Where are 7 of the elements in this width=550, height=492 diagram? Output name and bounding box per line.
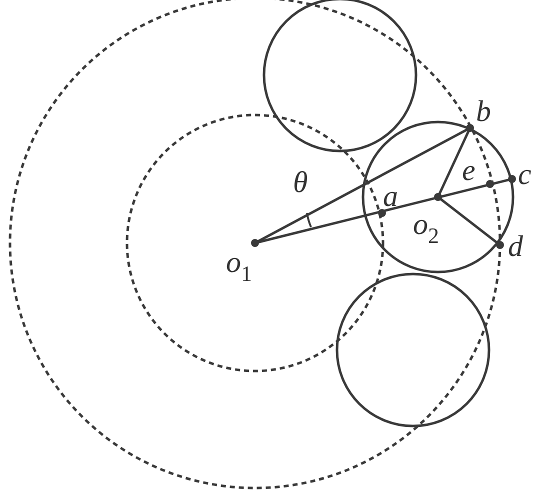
point-label: d — [508, 232, 523, 262]
point-label: e — [462, 156, 476, 186]
point-label: a — [383, 182, 398, 212]
point-label: b — [476, 97, 491, 127]
point-label: c — [518, 160, 532, 190]
angle-label: θ — [293, 168, 308, 198]
labelled-point — [466, 97, 491, 132]
